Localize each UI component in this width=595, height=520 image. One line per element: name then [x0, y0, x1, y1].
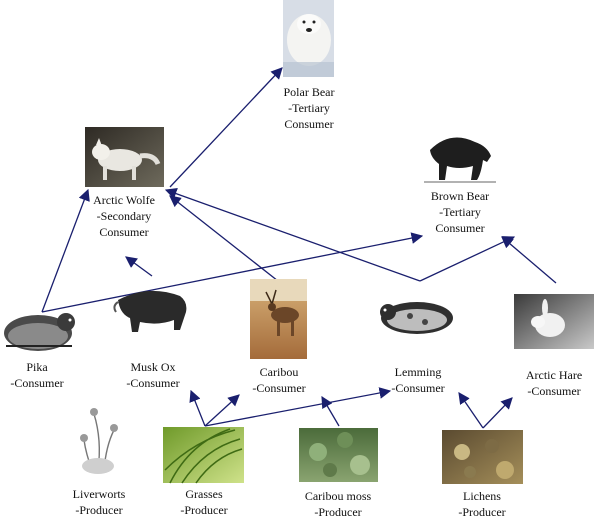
brown-bear-drawing — [420, 125, 500, 185]
arrow-musk-ox-to-arctic-wolf — [125, 256, 153, 277]
arrow-lichens-to-arctic-hare — [482, 397, 513, 429]
label-line: Brown Bear — [430, 189, 490, 203]
label-grasses: Grasses -Producer — [180, 486, 227, 518]
lichens-photo — [442, 430, 523, 484]
label-lichens: Lichens -Producer — [458, 488, 505, 520]
arrow-caribou-moss-to-caribou — [321, 395, 340, 427]
musk-ox-drawing — [113, 290, 187, 332]
arrow-lichens-to-lemming — [458, 392, 484, 429]
label-caribou-moss: Caribou moss -Producer — [305, 488, 371, 520]
arrow-arctic-hare-to-brown-bear — [501, 236, 557, 284]
caribou-photo — [250, 279, 307, 359]
arrows-layer — [41, 67, 557, 429]
label-line: Caribou — [259, 365, 299, 379]
label-line: -Producer — [314, 505, 362, 519]
label-line: -Secondary — [96, 209, 152, 223]
label-line: Liverworts — [72, 487, 126, 501]
label-line: -Consumer — [527, 384, 581, 398]
arrow-pika-to-arctic-wolf — [41, 188, 90, 313]
label-line: Arctic Wolfe — [93, 193, 155, 207]
caribou-moss-photo — [299, 428, 378, 482]
arrow-grasses-to-lemming — [204, 387, 392, 427]
arrow-caribou-to-arctic-wolf — [169, 195, 279, 282]
label-line: -Consumer — [391, 381, 445, 395]
label-liverworts: Liverworts -Producer — [73, 486, 126, 518]
label-line: -Producer — [180, 503, 228, 517]
label-line: Arctic Hare — [525, 368, 583, 382]
label-lemming: Lemming -Consumer — [391, 364, 444, 396]
lemming-drawing — [380, 302, 453, 334]
pika-drawing — [4, 313, 75, 351]
arrow-grasses-to-caribou — [204, 394, 240, 427]
arctic-hare-photo — [514, 294, 594, 349]
label-line: -Tertiary — [288, 101, 330, 115]
label-line: Musk Ox — [130, 360, 176, 374]
label-caribou: Caribou -Consumer — [252, 364, 305, 396]
arrow-grasses-to-musk-ox — [189, 389, 206, 427]
label-line: Consumer — [435, 221, 485, 235]
liverworts-drawing — [80, 408, 118, 474]
arrow-lemming-to-brown-bear — [419, 236, 516, 282]
grasses-photo — [163, 427, 244, 484]
label-line: -Producer — [458, 505, 506, 519]
label-line: Pika — [26, 360, 48, 374]
label-musk-ox: Musk Ox -Consumer — [126, 359, 179, 391]
label-line: -Consumer — [252, 381, 306, 395]
arrow-lemming-to-arctic-wolf — [164, 188, 421, 282]
polar-bear-photo — [283, 0, 334, 77]
label-line: Caribou moss — [304, 489, 372, 503]
label-line: -Tertiary — [439, 205, 481, 219]
label-line: -Consumer — [126, 376, 180, 390]
arrow-pika-to-brown-bear — [41, 232, 424, 313]
label-line: Lemming — [394, 365, 442, 379]
label-line: -Consumer — [10, 376, 64, 390]
arctic-wolf-photo — [85, 127, 164, 187]
arrow-arctic-wolf-to-polar-bear — [169, 67, 283, 188]
label-line: Consumer — [99, 225, 149, 239]
label-line: -Producer — [75, 503, 123, 517]
label-arctic-hare: Arctic Hare -Consumer — [526, 367, 582, 399]
label-line: Polar Bear — [283, 85, 335, 99]
label-pika: Pika -Consumer — [10, 359, 63, 391]
label-line: Grasses — [185, 487, 223, 501]
label-line: Lichens — [462, 489, 501, 503]
label-line: Consumer — [284, 117, 334, 131]
